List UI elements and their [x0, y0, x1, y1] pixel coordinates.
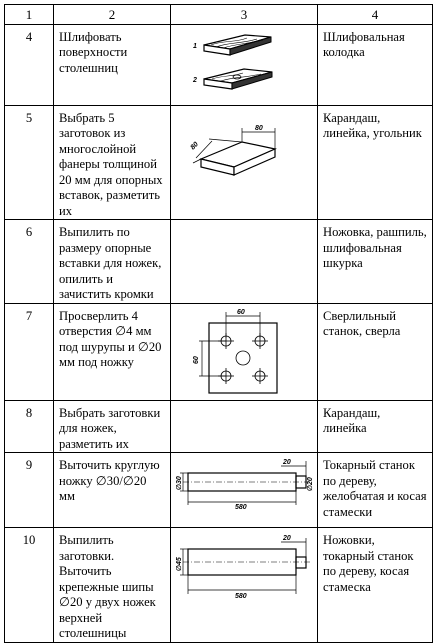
insert-blank-drawing: 80 80 [189, 125, 277, 176]
step-drawing [170, 219, 318, 304]
table-row: 5 Выбрать 5 заготовок из многослойной фа… [4, 104, 433, 220]
step-tools: Карандаш, линейка [317, 399, 433, 453]
technology-card-table: 1 2 3 4 4 Шлифовать поверхности столешни… [4, 4, 433, 643]
step-task: Шлифовать поверхности столешниц [53, 23, 171, 106]
step-task: Выбрать заготовки для ножек, разметить и… [53, 399, 171, 453]
dim-length: 80 [255, 125, 263, 132]
dim-spigot: 20 [282, 459, 291, 466]
header-col-4: 4 [317, 4, 433, 25]
step-drawing: 80 80 [170, 104, 318, 220]
step-drawing: 60 60 [170, 302, 318, 401]
step-drawing [170, 399, 318, 453]
table-row: 6 Выпилить по размеру опорные вставки дл… [4, 219, 433, 304]
step-tools: Ножовка, рашпиль, шлифовальная шкурка [317, 219, 433, 304]
dim-left: 60 [193, 356, 200, 364]
header-col-2: 2 [53, 4, 171, 25]
dim-body: ∅30 [176, 476, 183, 490]
label-1: 1 [193, 43, 197, 50]
step-tools: Карандаш, линейка, угольник [317, 104, 433, 220]
step-number: 8 [4, 399, 54, 453]
step-task: Выпилить заготовки. Выточить крепежные ш… [53, 527, 171, 643]
dim-length: 580 [235, 593, 247, 600]
table-row: 4 Шлифовать поверхности столешниц 1 [4, 23, 433, 106]
dim-body: ∅45 [176, 557, 183, 571]
step-drawing: 20 580 ∅45 [170, 527, 318, 643]
step-number: 6 [4, 219, 54, 304]
step-task: Просверлить 4 отверстия ∅4 мм под шурупы… [53, 302, 171, 401]
step-task: Выточить круглую ножку ∅30/∅20 мм [53, 452, 171, 528]
drilling-plan-drawing: 60 60 [193, 309, 278, 394]
board-1 [203, 33, 272, 56]
header-col-1: 1 [4, 4, 54, 25]
step-number: 4 [4, 23, 54, 106]
table-row: 8 Выбрать заготовки для ножек, разметить… [4, 399, 433, 453]
step-task: Выпилить по размеру опорные вставки для … [53, 219, 171, 304]
step-task: Выбрать 5 заготовок из многослойной фане… [53, 104, 171, 220]
dim-spigot: 20 [282, 535, 291, 542]
leg-spigot-drawing: 20 580 ∅45 [176, 535, 311, 600]
sanding-boards-drawing: 1 2 [192, 33, 273, 90]
step-tools: Шлифовальная колодка [317, 23, 433, 106]
step-tools: Ножовки, токарный станок по дереву, коса… [317, 527, 433, 643]
dim-top: 60 [237, 309, 245, 316]
dim-width: 80 [189, 140, 200, 151]
step-number: 7 [4, 302, 54, 401]
table-row: 9 Выточить круглую ножку ∅30/∅20 мм 20 5… [4, 452, 433, 528]
board-2 [203, 67, 273, 90]
step-drawing: 1 2 [170, 23, 318, 106]
header-row: 1 2 3 4 [4, 4, 433, 25]
dim-pin: ∅20 [307, 477, 314, 491]
step-drawing: 20 580 ∅30 ∅20 [170, 452, 318, 528]
header-col-3: 3 [170, 4, 318, 25]
step-number: 9 [4, 452, 54, 528]
step-tools: Токарный станок по дереву, желобчатая и … [317, 452, 433, 528]
step-number: 5 [4, 104, 54, 220]
step-number: 10 [4, 527, 54, 643]
label-2: 2 [192, 77, 197, 84]
table-row: 7 Просверлить 4 отверстия ∅4 мм под шуру… [4, 302, 433, 401]
leg-drawing: 20 580 ∅30 ∅20 [176, 459, 314, 511]
step-tools: Сверлильный станок, сверла [317, 302, 433, 401]
table-row: 10 Выпилить заготовки. Выточить крепежны… [4, 527, 433, 643]
dim-length: 580 [235, 504, 247, 511]
